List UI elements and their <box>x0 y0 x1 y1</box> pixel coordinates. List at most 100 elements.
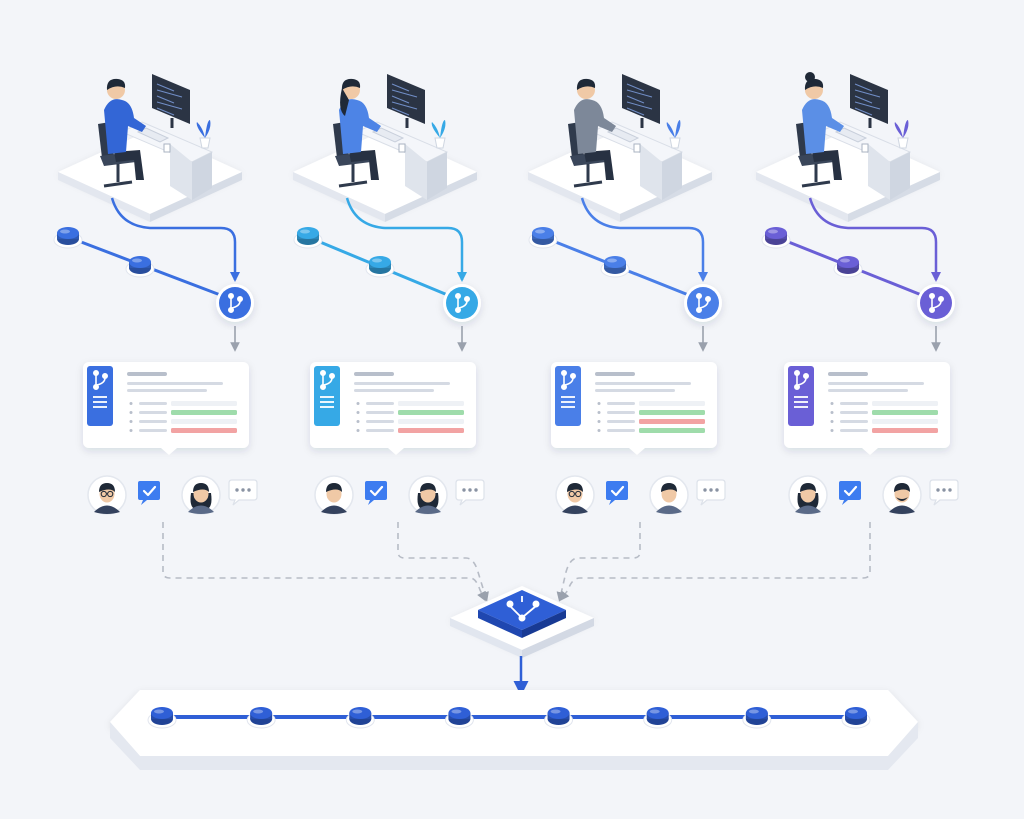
pull-request-card-2[interactable] <box>310 362 476 455</box>
monitor-icon <box>850 74 888 128</box>
git-branch-icon <box>793 369 809 390</box>
connector-lane-4 <box>559 522 871 602</box>
diff-line-del <box>398 428 464 433</box>
developer-workstation-4 <box>756 72 940 222</box>
diff-line-ctx <box>872 401 938 406</box>
connector-lane-3 <box>556 522 641 602</box>
feature-branch-path <box>110 197 237 280</box>
commit-node[interactable] <box>53 227 83 249</box>
main-branch-commits <box>147 707 871 729</box>
git-branch-icon <box>93 369 109 390</box>
pr-title-line <box>354 372 394 376</box>
diff-line-ctx <box>872 419 938 424</box>
diff-line-add <box>872 410 938 415</box>
git-merge-icon <box>506 596 540 622</box>
review-row <box>87 475 258 515</box>
lanes <box>53 72 959 515</box>
pr-node[interactable] <box>684 284 722 322</box>
pull-request-card-4[interactable] <box>784 362 950 455</box>
reviewer-avatar <box>882 475 922 515</box>
pr-subtitle-line <box>828 382 924 385</box>
developer-workstation-1 <box>58 74 242 222</box>
main-branch-rail <box>110 690 918 756</box>
plant-icon <box>431 120 446 149</box>
git-branch-icon <box>319 369 335 390</box>
developer-figure <box>802 72 844 180</box>
branch-arrowhead <box>457 272 467 282</box>
diff-line-ctx <box>639 401 705 406</box>
reviewer-avatar <box>649 475 689 515</box>
git-branch-icon <box>695 292 711 313</box>
git-branch-icon <box>454 292 470 313</box>
main-commit-node[interactable] <box>643 707 673 729</box>
git-branch-icon <box>228 292 244 313</box>
main-commit-node[interactable] <box>345 707 375 729</box>
main-commit-node[interactable] <box>444 707 474 729</box>
pr-title-line <box>127 372 167 376</box>
developer-figure <box>574 78 616 180</box>
pr-node[interactable] <box>216 284 254 322</box>
reviewer-avatar <box>555 475 595 515</box>
review-row <box>314 475 485 515</box>
reviewer-avatar <box>314 475 354 515</box>
main-commit-node[interactable] <box>246 707 276 729</box>
comment-bubble-icon[interactable] <box>455 479 485 506</box>
comment-bubble-icon[interactable] <box>228 479 258 506</box>
commit-node[interactable] <box>293 227 323 249</box>
commit-node[interactable] <box>761 227 791 249</box>
connector-lane-2 <box>397 522 489 602</box>
pr-title-line <box>828 372 868 376</box>
monitor-icon <box>387 74 425 128</box>
main-branch <box>110 690 918 770</box>
diff-line-ctx <box>171 401 237 406</box>
git-branch-icon <box>928 292 944 313</box>
diff-line-add <box>171 410 237 415</box>
main-commit-node[interactable] <box>841 707 871 729</box>
diff-line-ctx <box>398 401 464 406</box>
pr-node[interactable] <box>443 284 481 322</box>
reviewer-avatar <box>87 475 127 515</box>
commit-node[interactable] <box>365 256 395 278</box>
commit-node[interactable] <box>528 227 558 249</box>
feature-branch-path <box>808 197 938 280</box>
diff-line-del <box>872 428 938 433</box>
mug-icon <box>398 143 406 153</box>
comment-bubble-icon[interactable] <box>696 479 726 506</box>
monitor-icon <box>622 74 660 128</box>
mug-icon <box>163 143 171 153</box>
developer-figure <box>339 78 381 180</box>
comment-bubble-icon[interactable] <box>929 479 959 506</box>
main-commit-node[interactable] <box>544 707 574 729</box>
pr-subtitle-line <box>354 382 450 385</box>
diff-line-add <box>398 410 464 415</box>
commit-node[interactable] <box>833 256 863 278</box>
check-badge-icon[interactable] <box>839 481 861 505</box>
connector-lane-1 <box>162 522 486 602</box>
check-badge-icon[interactable] <box>606 481 628 505</box>
commit-node[interactable] <box>125 256 155 278</box>
check-badge-icon[interactable] <box>138 481 160 505</box>
diff-line-del <box>171 428 237 433</box>
pr-subtitle-line <box>127 382 223 385</box>
lane-3 <box>528 74 726 515</box>
lane-4 <box>756 72 959 515</box>
plant-icon <box>666 120 681 149</box>
plant-icon <box>196 120 211 149</box>
mug-icon <box>633 143 641 153</box>
lane-2 <box>293 74 485 515</box>
pull-request-card-1[interactable] <box>83 362 249 455</box>
branch-arrowhead <box>230 272 240 282</box>
diff-line-add <box>639 428 705 433</box>
pr-node[interactable] <box>917 284 955 322</box>
pull-request-card-3[interactable] <box>551 362 717 455</box>
desk <box>590 121 684 200</box>
diff-line-add <box>639 410 705 415</box>
commit-node[interactable] <box>600 256 630 278</box>
review-row <box>555 475 726 515</box>
check-badge-icon[interactable] <box>365 481 387 505</box>
main-commit-node[interactable] <box>147 707 177 729</box>
branch-arrowhead <box>931 272 941 282</box>
main-commit-node[interactable] <box>742 707 772 729</box>
